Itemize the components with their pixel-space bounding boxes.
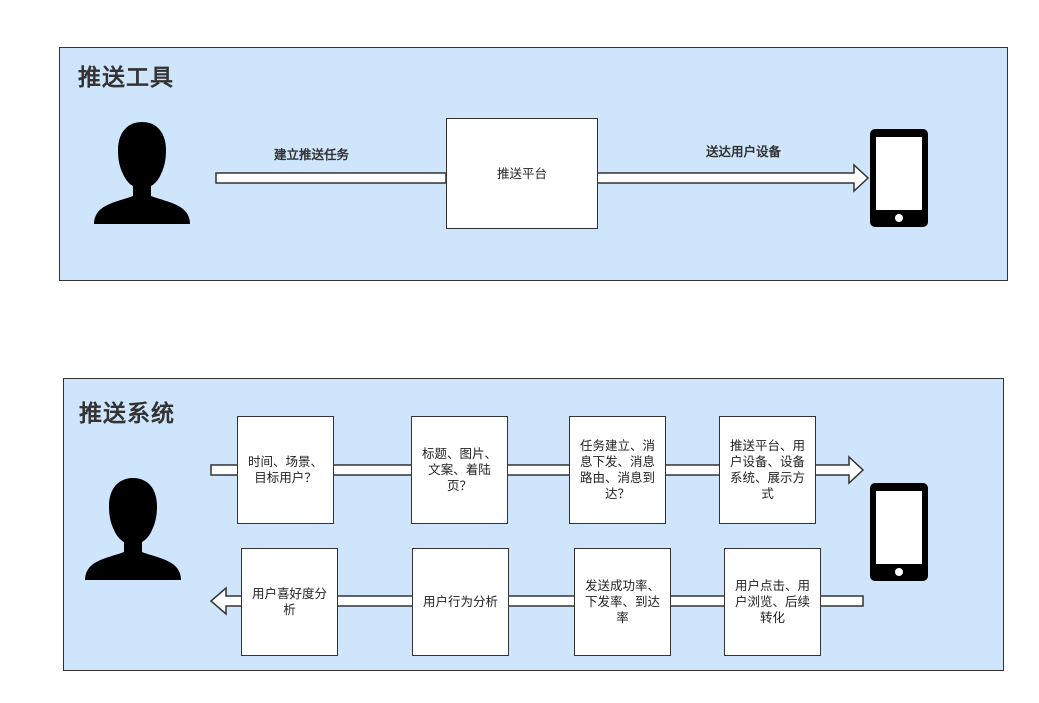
row2-box-2-text: 用户行为分析	[422, 594, 498, 609]
push-platform-label: 推送平台	[496, 165, 547, 181]
row1-box-1-text: 时间、场景、目标用户？	[247, 454, 323, 485]
mobile-phone-icon	[870, 129, 928, 227]
row1-box-2: 标题、图片、文案、着陆页？	[411, 416, 508, 524]
push-system-title: 推送系统	[79, 401, 175, 427]
row1-box-4: 推送平台、用户设备、设备系统、展示方式	[719, 416, 816, 524]
push-tool-title: 推送工具	[78, 65, 174, 91]
row2-box-1-text: 用户喜好度分析	[251, 586, 327, 617]
mobile-phone-icon	[870, 483, 928, 581]
push-system-panel	[63, 378, 1004, 671]
arrow-create-task	[215, 172, 447, 184]
row1-box-3-text: 任务建立、消息下发、消息路由、消息到达？	[579, 438, 655, 501]
row2-box-4: 用户点击、用户浏览、后续转化	[724, 548, 821, 656]
user-silhouette-icon	[85, 478, 181, 580]
row2-box-3-text: 发送成功率、下发率、到达率	[584, 578, 660, 625]
create-push-task-label: 建立推送任务	[274, 147, 350, 162]
deliver-to-device-label: 送达用户设备	[706, 144, 782, 159]
row2-box-2: 用户行为分析	[412, 548, 509, 656]
row2-box-1: 用户喜好度分析	[241, 548, 338, 656]
push-platform-box: 推送平台	[446, 118, 598, 229]
row1-box-1: 时间、场景、目标用户？	[237, 416, 334, 524]
row2-box-4-text: 用户点击、用户浏览、后续转化	[734, 578, 810, 625]
row1-box-2-text: 标题、图片、文案、着陆页？	[421, 446, 497, 493]
user-silhouette-icon	[94, 122, 190, 224]
row2-box-3: 发送成功率、下发率、到达率	[574, 548, 671, 656]
row1-box-4-text: 推送平台、用户设备、设备系统、展示方式	[729, 438, 805, 501]
row1-box-3: 任务建立、消息下发、消息路由、消息到达？	[569, 416, 666, 524]
arrow-deliver-device	[596, 163, 870, 193]
